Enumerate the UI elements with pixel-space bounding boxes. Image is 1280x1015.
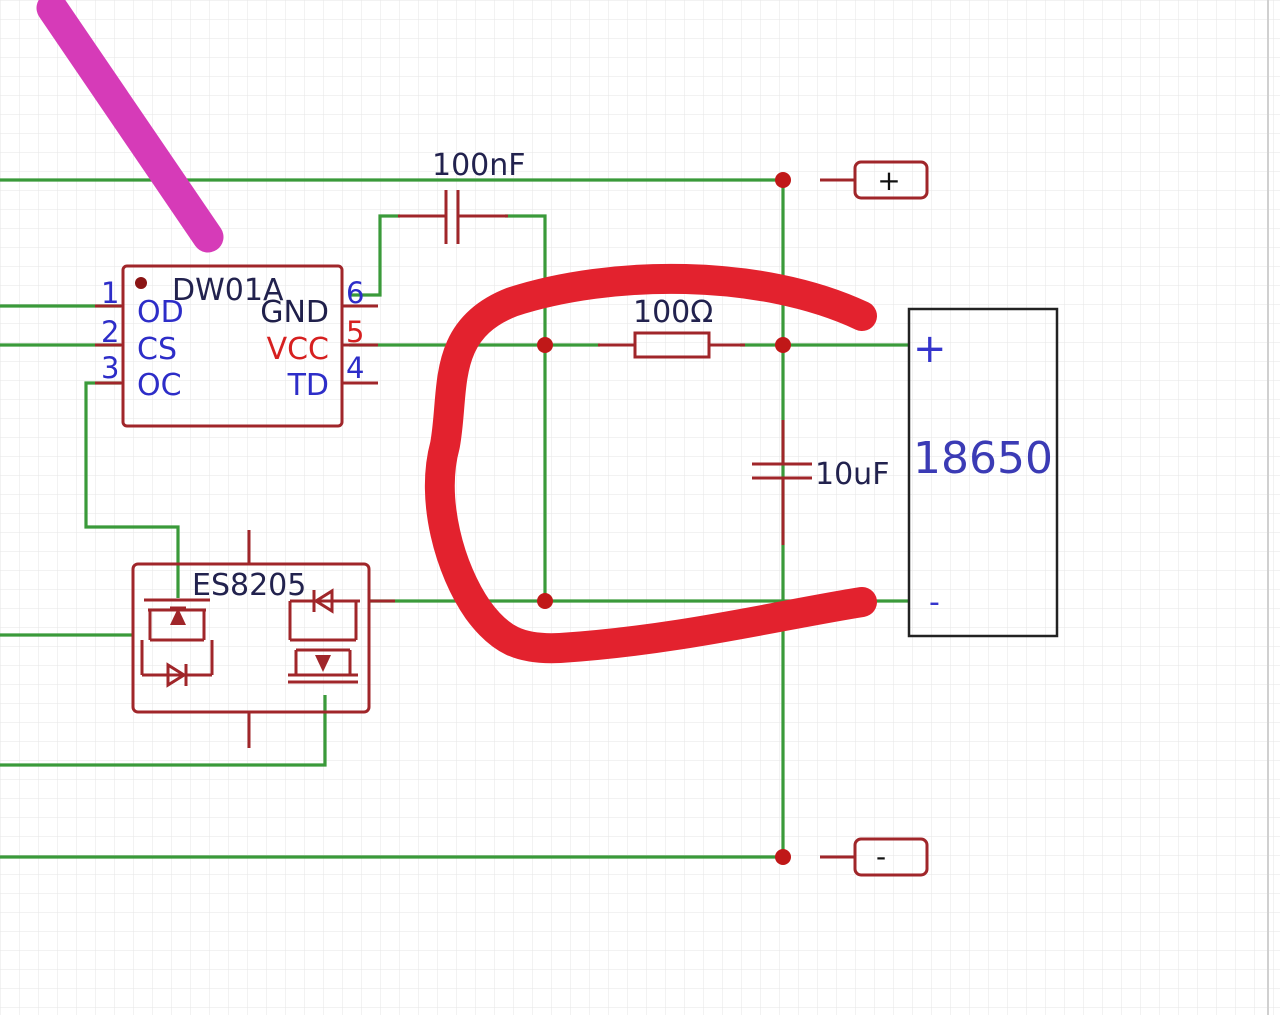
capacitor-10uf[interactable]: 10uF: [752, 420, 889, 545]
pin-name: OC: [137, 368, 182, 403]
pin-number: 3: [101, 351, 119, 385]
battery-plus-label: +: [913, 326, 947, 372]
battery-minus-label: -: [929, 585, 940, 620]
chip-q1-name: ES8205: [192, 568, 306, 603]
capacitor-right-value: 10uF: [815, 457, 889, 492]
es8205-chip[interactable]: ES8205: [131, 530, 395, 748]
capacitor-100nf[interactable]: 100nF: [398, 148, 526, 244]
pin-name: VCC: [267, 332, 329, 367]
pin-number: 5: [346, 315, 364, 349]
resistor-value: 100Ω: [633, 295, 713, 330]
mosfet-right: [288, 588, 360, 684]
annotation-magenta-stroke: [36, 0, 224, 253]
pin-number: 6: [346, 276, 364, 310]
battery-18650[interactable]: 18650 + -: [907, 307, 1059, 638]
connector-minus[interactable]: -: [820, 837, 929, 877]
pin-number: 2: [101, 315, 119, 349]
capacitor-top-value: 100nF: [432, 148, 526, 183]
annotation-red-bracket: [424, 263, 877, 664]
pin1-indicator-dot: [135, 277, 147, 289]
pin-name: GND: [260, 295, 329, 330]
connector-bottom-label: -: [876, 840, 886, 873]
pin-name: CS: [137, 332, 177, 367]
resistor[interactable]: 100Ω: [598, 295, 745, 359]
chip-u1-name: DW01A: [172, 273, 284, 308]
junctions: [537, 172, 791, 865]
pin-number: 4: [346, 351, 364, 385]
pin-number: 1: [101, 276, 119, 310]
mosfet-left: [140, 598, 214, 688]
battery-name: 18650: [913, 433, 1053, 484]
pin-name: TD: [287, 368, 329, 403]
connector-plus[interactable]: +: [820, 160, 929, 200]
connector-top-label: +: [877, 164, 900, 197]
dw01a-chip[interactable]: DW01A 1 2 3 6 5 4 OD CS OC GND VCC TD: [95, 264, 378, 428]
pin-name: OD: [137, 295, 184, 330]
